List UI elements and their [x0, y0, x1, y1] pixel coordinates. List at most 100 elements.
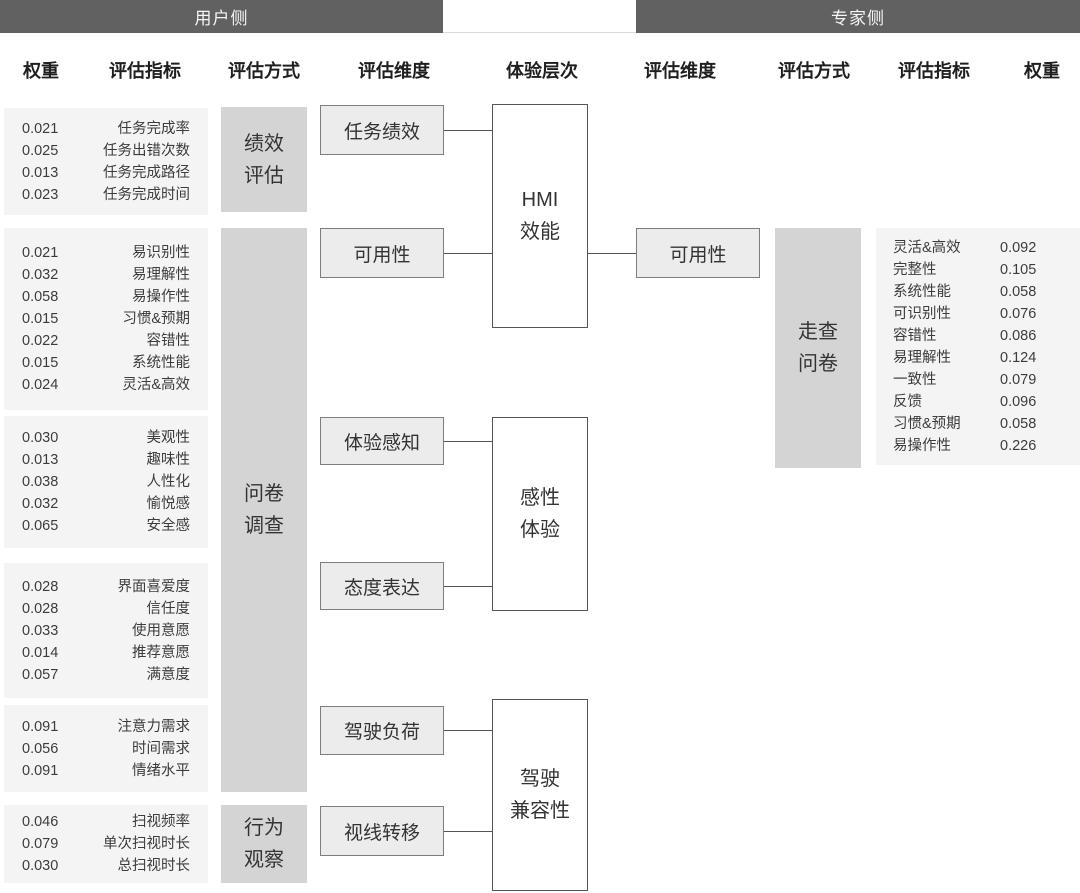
indicator-weight: 0.079 [22, 836, 59, 852]
indicator-row: 0.046 扫视频率 [4, 811, 208, 833]
expert-side-header-bar: 专家侧 [636, 0, 1080, 33]
indicator-label: 情绪水平 [132, 762, 190, 779]
user-panel-driving-load: 0.091 注意力需求 0.056 时间需求 0.091 情绪水平 [4, 705, 208, 792]
indicator-label: 灵活&高效 [893, 239, 961, 256]
level-box-driving-compatibility: 驾驶 兼容性 [492, 699, 588, 891]
column-header-method-right: 评估方式 [778, 61, 850, 81]
indicator-label: 满意度 [146, 666, 191, 683]
indicator-label: 总扫视时长 [117, 858, 191, 874]
indicator-label: 易操作性 [893, 437, 951, 454]
indicator-label: 一致性 [893, 371, 937, 388]
connector-driving-load-compatibility [444, 730, 492, 731]
indicator-row: 0.015 系统性能 [4, 352, 208, 374]
indicator-row: 易理解性 0.124 [876, 347, 1080, 369]
connector-usability-hmi [444, 253, 492, 254]
column-header-dimension-left: 评估维度 [358, 61, 430, 81]
indicator-label: 系统性能 [132, 355, 190, 371]
indicator-row: 0.033 使用意愿 [4, 620, 208, 642]
method-box-behavior-observation: 行为 观察 [221, 805, 307, 883]
indicator-label: 完整性 [893, 261, 937, 278]
dimension-box-usability-expert: 可用性 [636, 228, 760, 278]
column-header-indicator-left: 评估指标 [109, 61, 181, 81]
column-header-weight-right: 权重 [1024, 61, 1060, 81]
connector-task-performance-hmi [444, 130, 492, 131]
indicator-row: 0.079 单次扫视时长 [4, 833, 208, 855]
indicator-row: 0.056 时间需求 [4, 738, 208, 760]
indicator-label: 灵活&高效 [122, 377, 190, 393]
indicator-row: 0.013 任务完成路径 [4, 162, 208, 184]
indicator-row: 0.023 任务完成时间 [4, 184, 208, 206]
indicator-weight: 0.021 [22, 120, 59, 137]
indicator-weight: 0.023 [22, 186, 59, 203]
indicator-weight: 0.076 [1000, 305, 1037, 322]
method-box-walkthrough-questionnaire: 走查 问卷 [775, 228, 861, 468]
indicator-weight: 0.013 [22, 164, 59, 181]
indicator-row: 0.057 满意度 [4, 664, 208, 686]
indicator-weight: 0.226 [1000, 437, 1037, 454]
indicator-weight: 0.065 [22, 518, 59, 534]
column-header-dimension-right: 评估维度 [644, 61, 716, 81]
indicator-weight: 0.033 [22, 622, 59, 639]
indicator-row: 反馈 0.096 [876, 391, 1080, 413]
indicator-weight: 0.091 [22, 762, 59, 779]
indicator-label: 安全感 [146, 518, 191, 534]
indicator-label: 界面喜爱度 [117, 578, 191, 595]
indicator-weight: 0.092 [1000, 239, 1037, 256]
user-side-header-bar: 用户侧 [0, 0, 443, 33]
indicator-label: 习惯&预期 [893, 415, 961, 432]
indicator-weight: 0.046 [22, 814, 59, 830]
column-header-method-left: 评估方式 [228, 61, 300, 81]
connector-gaze-transfer-compatibility [444, 831, 492, 832]
level-box-emotional-experience: 感性 体验 [492, 417, 588, 611]
indicator-row: 0.058 易操作性 [4, 286, 208, 308]
indicator-row: 0.065 安全感 [4, 515, 208, 537]
dimension-box-task-performance: 任务绩效 [320, 105, 444, 155]
connector-hmi-usability-expert [588, 253, 636, 254]
indicator-weight: 0.025 [22, 142, 59, 159]
indicator-weight: 0.096 [1000, 393, 1037, 410]
indicator-weight: 0.058 [1000, 415, 1037, 432]
indicator-weight: 0.086 [1000, 327, 1037, 344]
indicator-row: 灵活&高效 0.092 [876, 237, 1080, 259]
indicator-label: 任务完成率 [117, 120, 191, 137]
indicator-row: 0.022 容错性 [4, 330, 208, 352]
indicator-label: 信任度 [146, 600, 191, 617]
dimension-box-driving-load: 驾驶负荷 [320, 706, 444, 755]
indicator-row: 0.030 美观性 [4, 427, 208, 449]
indicator-label: 系统性能 [893, 283, 951, 300]
indicator-weight: 0.015 [22, 311, 59, 327]
expert-panel-usability: 灵活&高效 0.092 完整性 0.105 系统性能 0.058 可识别性 0.… [876, 228, 1080, 465]
indicator-weight: 0.030 [22, 858, 59, 874]
expert-side-label: 专家侧 [831, 9, 885, 28]
indicator-label: 扫视频率 [132, 814, 190, 830]
indicator-label: 容错性 [146, 333, 191, 349]
indicator-row: 系统性能 0.058 [876, 281, 1080, 303]
indicator-label: 时间需求 [132, 740, 190, 757]
user-panel-gaze-transfer: 0.046 扫视频率 0.079 单次扫视时长 0.030 总扫视时长 [4, 805, 208, 883]
indicator-weight: 0.021 [22, 245, 59, 261]
indicator-weight: 0.105 [1000, 261, 1037, 278]
indicator-label: 任务完成路径 [103, 164, 190, 181]
indicator-row: 完整性 0.105 [876, 259, 1080, 281]
method-box-questionnaire-survey: 问卷 调查 [221, 228, 307, 792]
dimension-box-experience-perception: 体验感知 [320, 417, 444, 465]
level-box-hmi-efficiency: HMI 效能 [492, 104, 588, 328]
indicator-label: 可识别性 [893, 305, 951, 322]
method-box-performance-evaluation: 绩效 评估 [221, 107, 307, 212]
indicator-row: 0.030 总扫视时长 [4, 855, 208, 877]
indicator-row: 0.015 习惯&预期 [4, 308, 208, 330]
user-panel-experience-perception: 0.030 美观性 0.013 趣味性 0.038 人性化 0.032 愉悦感 … [4, 416, 208, 548]
indicator-weight: 0.032 [22, 267, 59, 283]
indicator-weight: 0.015 [22, 355, 59, 371]
connector-attitude-expression-emotional [444, 586, 492, 587]
connector-experience-perception-emotional [444, 441, 492, 442]
indicator-label: 愉悦感 [146, 496, 191, 512]
indicator-weight: 0.022 [22, 333, 59, 349]
indicator-row: 0.028 信任度 [4, 598, 208, 620]
indicator-weight: 0.024 [22, 377, 59, 393]
indicator-label: 易操作性 [132, 289, 190, 305]
column-header-indicator-right: 评估指标 [898, 61, 970, 81]
indicator-label: 单次扫视时长 [103, 836, 190, 852]
indicator-label: 习惯&预期 [122, 311, 190, 327]
